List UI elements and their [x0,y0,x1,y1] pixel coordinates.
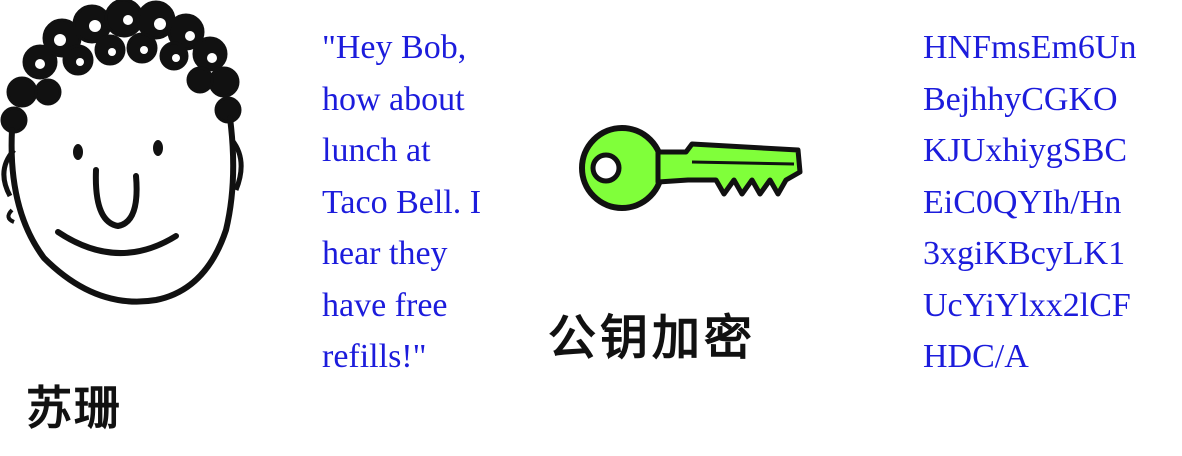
ciphertext-line: KJUxhiygSBC [923,132,1128,169]
plaintext-message: "Hey Bob, how about lunch at Taco Bell. I he… [322,22,532,383]
ciphertext-line: HNFmsEm6Un [923,29,1137,66]
ciphertext-line: BejhhyCGKO [923,80,1118,118]
ciphertext-line: UcYiYlxx2lCF [923,286,1131,324]
plaintext-line: lunch at [322,132,431,169]
plaintext-line: have free [322,286,448,324]
ciphertext-line: 3xgiKBcyLK1 [923,235,1126,272]
plaintext-line: hear they [322,235,448,272]
cartoon-face-icon [0,0,244,305]
plaintext-line: "Hey Bob, [322,29,467,66]
plaintext-line: Taco Bell. I [322,183,482,221]
sender-panel: 苏珊 [0,0,250,456]
plaintext-line: how about [322,80,465,118]
key-icon [579,125,803,211]
sender-name-label: 苏珊 [26,381,122,435]
ciphertext-line: HDC/A [923,338,1029,375]
plaintext-line: refills!" [322,338,427,375]
encryption-caption: 公钥加密 [548,310,757,366]
ciphertext-line: EiC0QYIh/Hn [923,183,1122,221]
